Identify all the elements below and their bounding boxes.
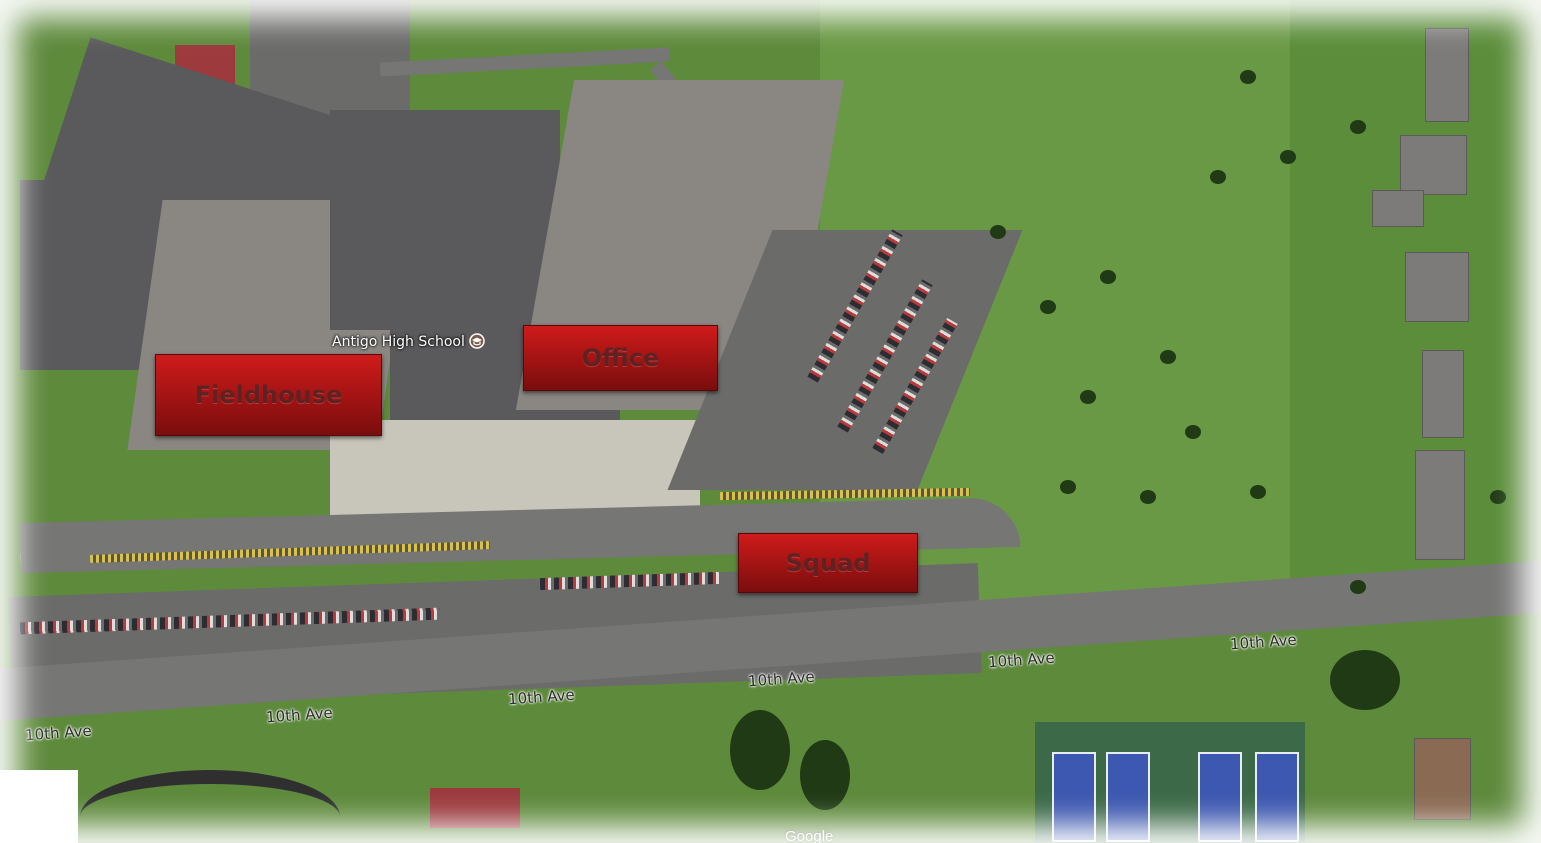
tree <box>1210 170 1226 184</box>
tree <box>1080 390 1096 404</box>
house <box>1425 28 1469 122</box>
tree <box>1350 580 1366 594</box>
tree <box>1240 70 1256 84</box>
tennis-court <box>1052 752 1096 842</box>
tree-cluster <box>800 740 850 810</box>
street-label: 10th Ave <box>1229 630 1298 654</box>
squad-callout[interactable]: Squad <box>738 533 918 593</box>
school-marker-icon <box>469 333 486 349</box>
tree <box>1185 425 1201 439</box>
tree <box>1140 490 1156 504</box>
map-control-panel <box>0 770 78 843</box>
squad-callout-label: Squad <box>785 549 871 577</box>
street-label: 10th Ave <box>24 721 93 745</box>
house <box>1422 350 1464 438</box>
place-label[interactable]: Antigo High School <box>332 333 486 350</box>
tennis-court <box>1198 752 1242 842</box>
running-track <box>80 770 340 843</box>
house <box>1400 135 1467 195</box>
tree <box>1350 120 1366 134</box>
house <box>1405 252 1469 322</box>
tree <box>1160 350 1176 364</box>
tree-cluster <box>730 710 790 790</box>
tennis-court <box>1255 752 1299 842</box>
street-label: 10th Ave <box>507 685 576 709</box>
fieldhouse-callout-label: Fieldhouse <box>194 381 343 409</box>
street-label: 10th Ave <box>987 648 1056 672</box>
tree <box>1060 480 1076 494</box>
tennis-court <box>1106 752 1150 842</box>
office-callout-label: Office <box>581 344 660 372</box>
tree <box>1490 490 1506 504</box>
tree <box>990 225 1006 239</box>
front-plaza <box>330 420 700 520</box>
south-building-red-roof <box>430 788 520 828</box>
house <box>1414 738 1471 820</box>
map-attribution: Google <box>785 828 834 843</box>
tree <box>1100 270 1116 284</box>
tree-cluster <box>1330 650 1400 710</box>
street-label: 10th Ave <box>747 667 816 691</box>
service-road <box>379 47 671 77</box>
place-label-text: Antigo High School <box>332 334 465 350</box>
tree <box>1280 150 1296 164</box>
house <box>1372 190 1424 227</box>
street-label: 10th Ave <box>265 703 334 727</box>
house <box>1415 450 1465 560</box>
tree <box>1250 485 1266 499</box>
office-callout[interactable]: Office <box>523 325 718 391</box>
fieldhouse-callout[interactable]: Fieldhouse <box>155 354 382 436</box>
tree <box>1040 300 1056 314</box>
